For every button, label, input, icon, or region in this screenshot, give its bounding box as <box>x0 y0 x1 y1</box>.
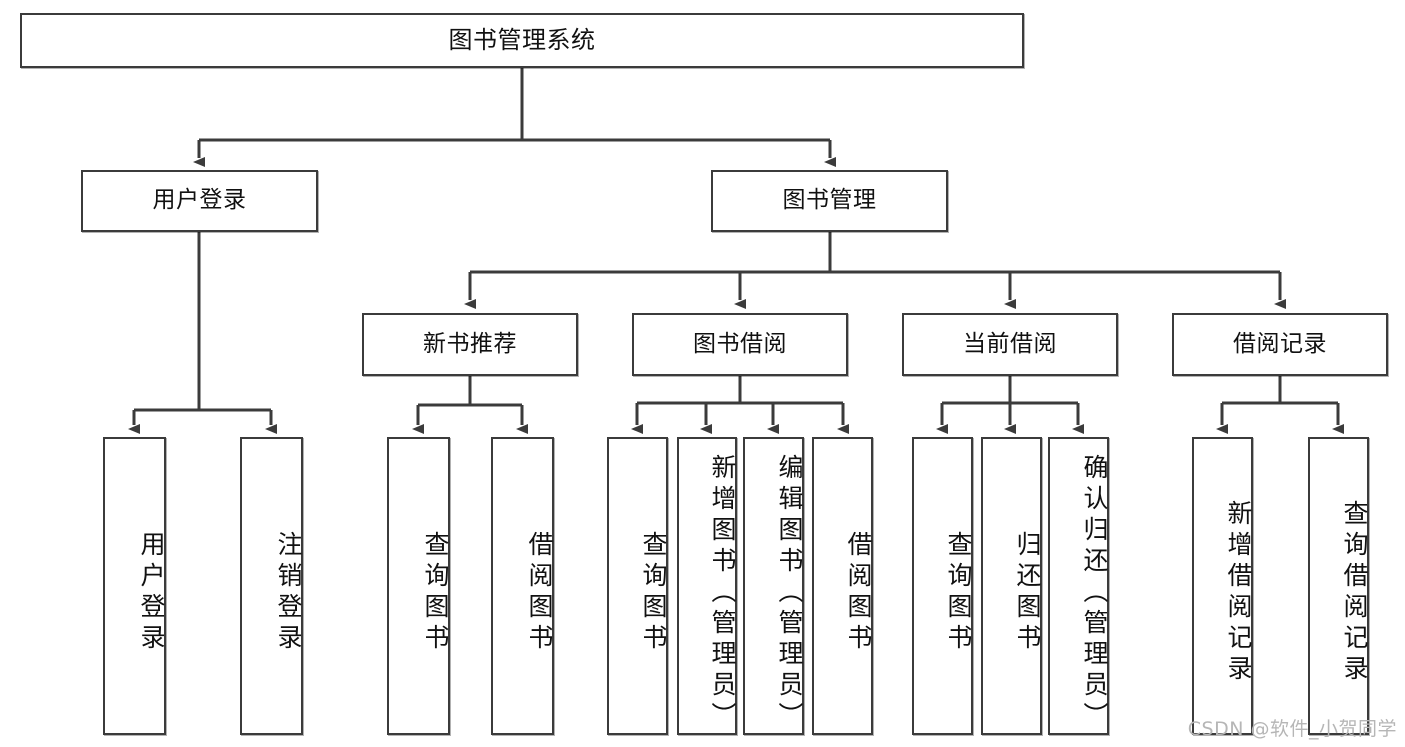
node-book-manage-label: 图书管理 <box>782 187 877 214</box>
csdn-watermark: CSDN @软件_小贺同学 <box>1187 718 1397 740</box>
node-leaf-borrow-lend[interactable]: 借阅图书 <box>812 437 873 735</box>
node-current-borrow[interactable]: 当前借阅 <box>902 313 1118 376</box>
node-leaf-borrow-edit-label: 编辑图书（管理员） <box>775 453 804 733</box>
node-user-login[interactable]: 用户登录 <box>81 170 318 232</box>
node-leaf-cur-return[interactable]: 归还图书 <box>981 437 1042 735</box>
node-borrow-record-label: 借阅记录 <box>1233 330 1327 357</box>
node-leaf-borrow-add[interactable]: 新增图书（管理员） <box>677 437 737 735</box>
node-leaf-cur-return-label: 归还图书 <box>1013 531 1042 655</box>
node-leaf-rec-query-label: 查询图书 <box>421 531 450 655</box>
node-leaf-rec-add[interactable]: 新增借阅记录 <box>1192 437 1253 735</box>
node-leaf-rec-borrow-label: 借阅图书 <box>525 531 554 655</box>
node-root-label: 图书管理系统 <box>448 26 596 55</box>
node-leaf-user-logout[interactable]: 注销登录 <box>240 437 303 735</box>
node-leaf-borrow-edit[interactable]: 编辑图书（管理员） <box>743 437 804 735</box>
node-leaf-cur-query[interactable]: 查询图书 <box>912 437 973 735</box>
node-leaf-rec-add-label: 新增借阅记录 <box>1224 500 1253 686</box>
node-current-borrow-label: 当前借阅 <box>963 330 1057 357</box>
node-leaf-user-login[interactable]: 用户登录 <box>103 437 166 735</box>
node-leaf-borrow-add-label: 新增图书（管理员） <box>708 453 737 733</box>
node-leaf-cur-query-label: 查询图书 <box>944 531 973 655</box>
node-book-borrow[interactable]: 图书借阅 <box>632 313 848 376</box>
node-leaf-cur-confirm[interactable]: 确认归还（管理员） <box>1048 437 1109 735</box>
node-new-book-rec-label: 新书推荐 <box>423 330 517 357</box>
node-leaf-user-logout-label: 注销登录 <box>274 531 303 655</box>
node-book-borrow-label: 图书借阅 <box>693 330 787 357</box>
node-user-login-label: 用户登录 <box>152 187 247 214</box>
node-leaf-cur-confirm-label: 确认归还（管理员） <box>1080 453 1109 733</box>
node-leaf-borrow-query-label: 查询图书 <box>639 531 668 655</box>
node-leaf-user-login-label: 用户登录 <box>137 531 166 655</box>
node-leaf-rec-query2-label: 查询借阅记录 <box>1340 500 1369 686</box>
node-leaf-rec-borrow[interactable]: 借阅图书 <box>491 437 554 735</box>
node-borrow-record[interactable]: 借阅记录 <box>1172 313 1388 376</box>
node-new-book-rec[interactable]: 新书推荐 <box>362 313 578 376</box>
node-book-manage[interactable]: 图书管理 <box>711 170 948 232</box>
node-leaf-rec-query[interactable]: 查询图书 <box>387 437 450 735</box>
node-leaf-rec-query2[interactable]: 查询借阅记录 <box>1308 437 1369 735</box>
node-root[interactable]: 图书管理系统 <box>20 13 1024 68</box>
node-leaf-borrow-lend-label: 借阅图书 <box>844 531 873 655</box>
node-leaf-borrow-query[interactable]: 查询图书 <box>607 437 668 735</box>
